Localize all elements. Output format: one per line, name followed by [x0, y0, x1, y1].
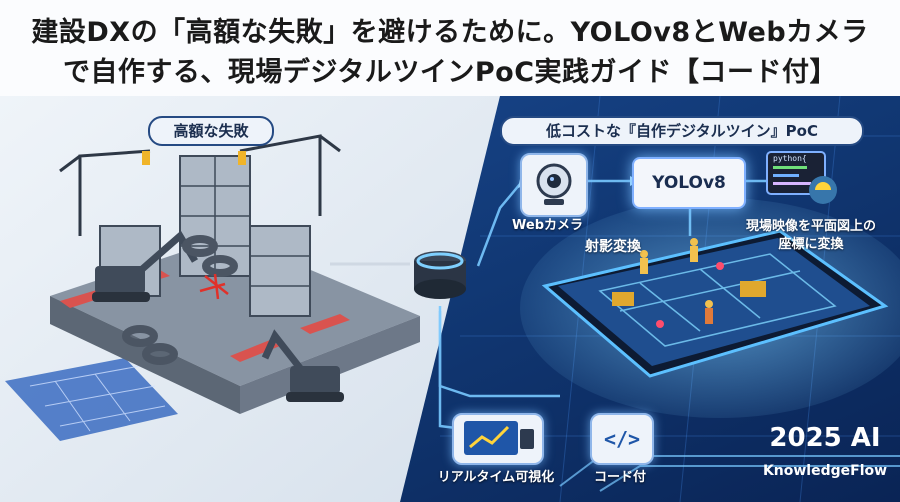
code-screen-text: python{: [773, 154, 807, 163]
yolov8-box: YOLOv8: [632, 157, 746, 209]
realtime-label: リアルタイム可視化: [437, 470, 555, 485]
chart-monitor-icon: [464, 421, 534, 455]
header: 建設DXの「高額な失敗」を避けるために。YOLOv8とWebカメラ で自作する、…: [0, 0, 900, 96]
brand-year: 2025 AI: [769, 423, 881, 453]
realtime-visualization-tile: [452, 413, 544, 465]
expensive-failure-badge: 高額な失敗: [148, 116, 274, 146]
python-code-icon: python{: [765, 150, 845, 210]
transform-line-1: 現場映像を平面図上の: [745, 219, 876, 234]
brand-name: KnowledgeFlow: [762, 463, 888, 479]
title-line-1: 建設DXの「高額な失敗」を避けるために。YOLOv8とWebカメラ: [31, 17, 869, 48]
code-brackets-icon: </>: [603, 427, 641, 451]
webcam-icon: [536, 163, 572, 205]
title-line-2: で自作する、現場デジタルツインPoC実践ガイド【コード付】: [62, 57, 838, 88]
webcam-label: Webカメラ: [512, 218, 583, 233]
webcam-tile: [520, 153, 588, 217]
homography-label: 射影変換: [585, 239, 641, 255]
lowcost-poc-badge: 低コストな『自作デジタルツイン』PoC: [500, 116, 864, 146]
code-tile: </>: [590, 413, 654, 465]
failed-construction-illustration: [5, 134, 466, 441]
transform-description: 現場映像を平面図上の 座標に変換: [734, 218, 888, 254]
code-label: コード付: [593, 470, 646, 485]
transform-line-2: 座標に変換: [778, 237, 844, 252]
